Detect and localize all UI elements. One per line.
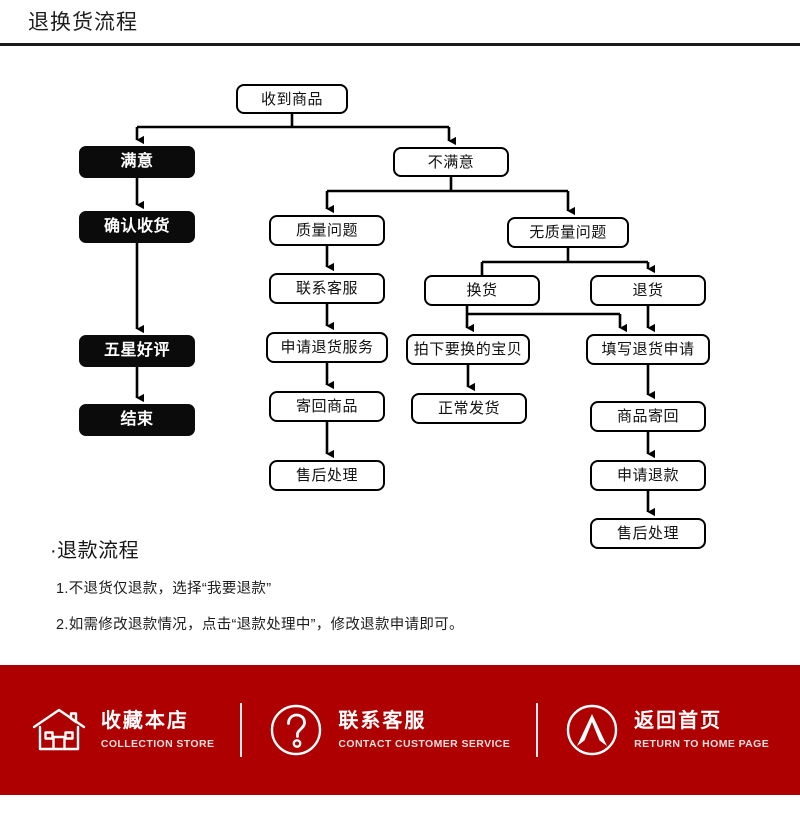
flow-node-apply-refund[interactable]: 申请退款 bbox=[590, 460, 706, 491]
footer-item-collection-store[interactable]: 收藏本店 COLLECTION STORE bbox=[5, 702, 241, 758]
flow-node-goods-returned[interactable]: 商品寄回 bbox=[590, 401, 706, 432]
footer-divider-2 bbox=[536, 703, 539, 757]
footer-label-en: RETURN TO HOME PAGE bbox=[634, 737, 770, 750]
flow-node-confirm-receipt[interactable]: 确认收货 bbox=[79, 211, 195, 243]
flow-node-contact-service[interactable]: 联系客服 bbox=[269, 273, 385, 304]
flow-node-after-sales-middle[interactable]: 售后处理 bbox=[269, 460, 385, 491]
flow-node-return[interactable]: 退货 bbox=[590, 275, 706, 306]
flow-node-satisfied[interactable]: 满意 bbox=[79, 146, 195, 178]
flow-node-quality-issue[interactable]: 质量问题 bbox=[269, 215, 385, 246]
footer-label-cn: 返回首页 bbox=[634, 709, 723, 732]
footer-action-bar: 收藏本店 COLLECTION STORE 联系客服 CONTACT CUSTO… bbox=[0, 665, 800, 795]
flow-node-after-sales-right[interactable]: 售后处理 bbox=[590, 518, 706, 549]
flow-node-finish[interactable]: 结束 bbox=[79, 404, 195, 436]
question-circle-icon bbox=[268, 702, 324, 758]
page-title: 退换货流程 bbox=[28, 11, 138, 34]
flow-node-normal-shipping[interactable]: 正常发货 bbox=[411, 393, 527, 424]
up-arrow-circle-icon bbox=[564, 702, 620, 758]
house-icon bbox=[31, 702, 87, 758]
flow-node-unsatisfied[interactable]: 不满意 bbox=[393, 147, 509, 177]
footer-item-contact-service[interactable]: 联系客服 CONTACT CUSTOMER SERVICE bbox=[242, 702, 536, 758]
footer-divider-1 bbox=[240, 703, 243, 757]
flow-node-no-quality-issue[interactable]: 无质量问题 bbox=[507, 217, 629, 248]
flow-node-five-star-review[interactable]: 五星好评 bbox=[79, 335, 195, 367]
footer-label-group: 收藏本店 COLLECTION STORE bbox=[101, 709, 215, 752]
footer-label-cn: 联系客服 bbox=[338, 709, 427, 732]
refund-note-2: 2.如需修改退款情况，点击“退款处理中”，修改退款申请即可。 bbox=[56, 617, 464, 633]
footer-label-group: 返回首页 RETURN TO HOME PAGE bbox=[634, 709, 769, 752]
flow-node-apply-return-service[interactable]: 申请退货服务 bbox=[266, 332, 388, 363]
flow-node-pick-exchange-item[interactable]: 拍下要换的宝贝 bbox=[406, 334, 530, 365]
footer-label-group: 联系客服 CONTACT CUSTOMER SERVICE bbox=[338, 709, 510, 752]
refund-process-section: ·退款流程 1.不退货仅退款，选择“我要退款” 2.如需修改退款情况，点击“退款… bbox=[50, 534, 750, 649]
flow-node-exchange[interactable]: 换货 bbox=[424, 275, 540, 306]
refund-note-1: 1.不退货仅退款，选择“我要退款” bbox=[56, 581, 272, 597]
flow-node-send-goods-back[interactable]: 寄回商品 bbox=[269, 391, 385, 422]
footer-item-return-home[interactable]: 返回首页 RETURN TO HOME PAGE bbox=[538, 702, 795, 758]
footer-label-cn: 收藏本店 bbox=[100, 709, 189, 732]
footer-label-en: CONTACT CUSTOMER SERVICE bbox=[338, 737, 511, 750]
title-divider bbox=[0, 43, 800, 46]
flow-node-fill-return-application[interactable]: 填写退货申请 bbox=[586, 334, 710, 365]
refund-process-heading: ·退款流程 bbox=[50, 540, 140, 562]
flow-node-received[interactable]: 收到商品 bbox=[236, 84, 348, 114]
footer-label-en: COLLECTION STORE bbox=[100, 737, 215, 750]
